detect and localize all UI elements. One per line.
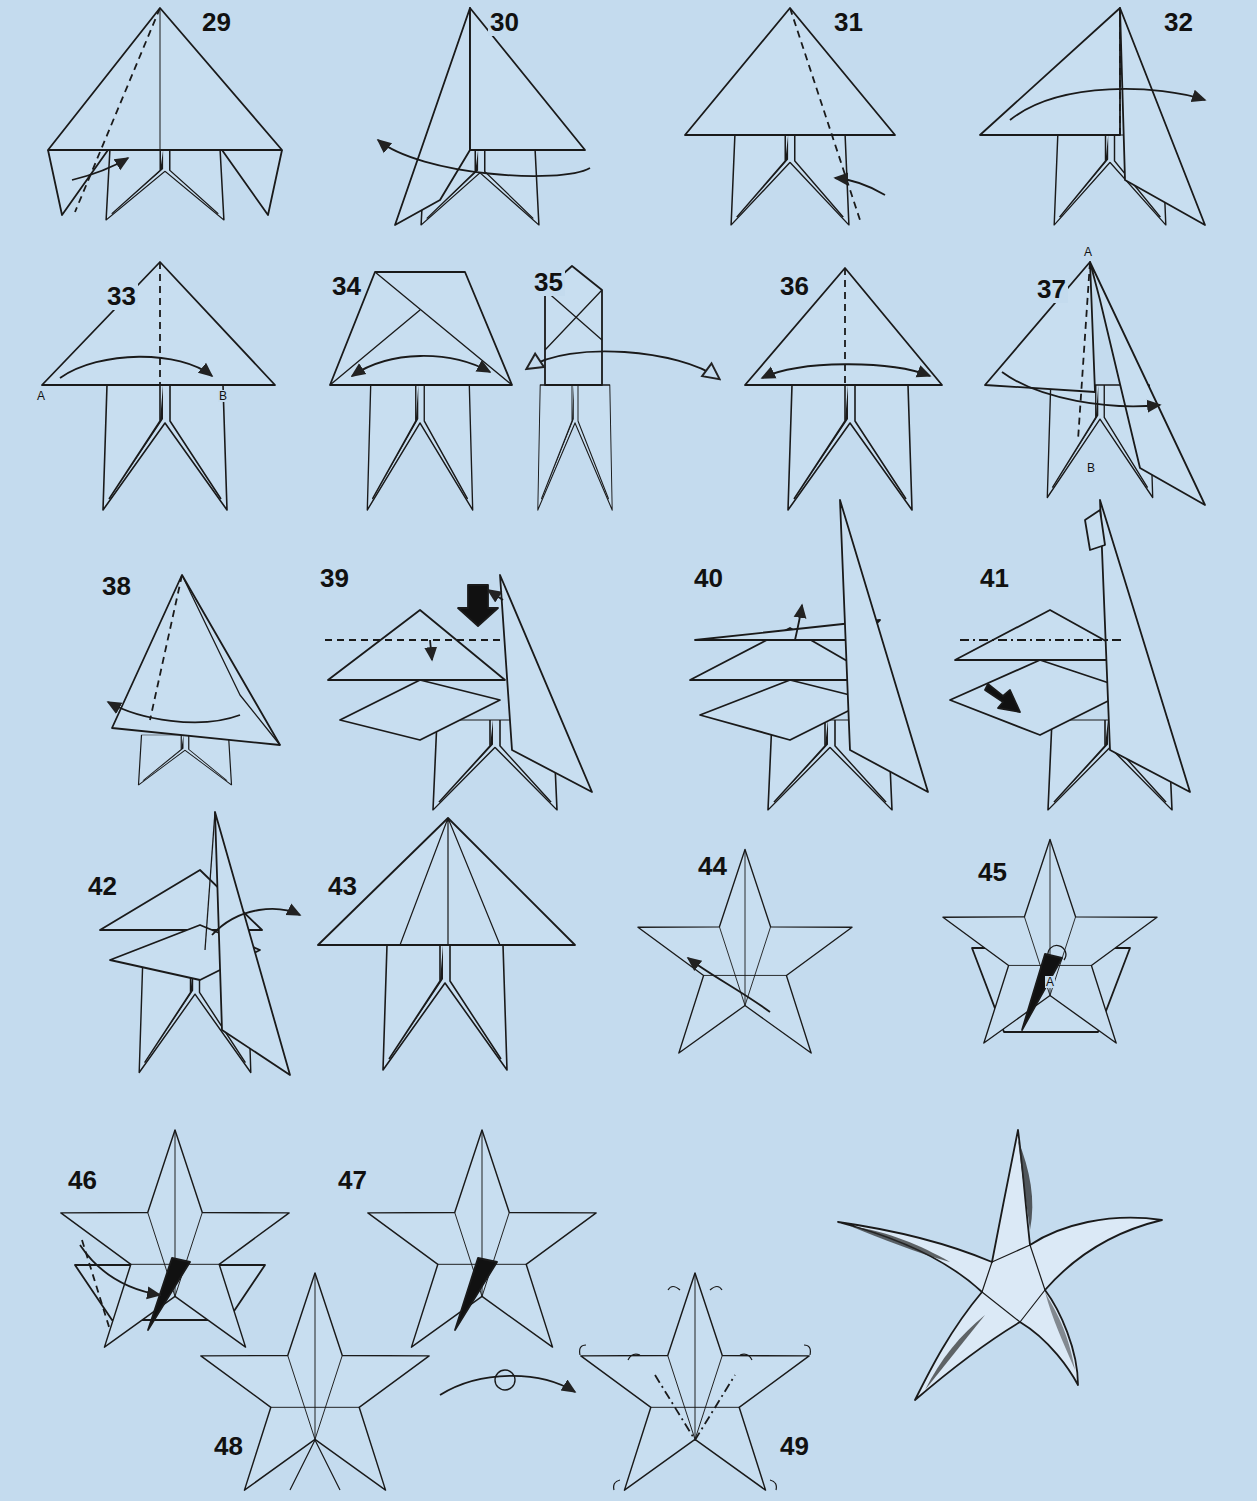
step-number: 46 [66,1166,99,1194]
step-number: 34 [330,272,363,300]
step-number: 35 [532,268,565,296]
step-number: 37 [1035,275,1068,303]
step-number: 40 [692,564,725,592]
point-letter: A [36,390,46,402]
step-number: 36 [778,272,811,300]
step-number: 31 [832,8,865,36]
step-number: 42 [86,872,119,900]
step-number: 33 [105,282,138,310]
step-number: 30 [488,8,521,36]
step-number: 38 [100,572,133,600]
step-number: 32 [1162,8,1195,36]
step-number: 39 [318,564,351,592]
step-number: 44 [696,852,729,880]
point-letter: A [1083,246,1093,258]
step-number: 43 [326,872,359,900]
step-number: 29 [200,8,233,36]
step-number: 41 [978,564,1011,592]
step-number: 47 [336,1166,369,1194]
step-number: 45 [976,858,1009,886]
step-number: 49 [778,1432,811,1460]
step-number: 48 [212,1432,245,1460]
point-letter: A [1045,976,1055,988]
point-letter: B [218,390,228,402]
point-letter: B [1086,462,1096,474]
